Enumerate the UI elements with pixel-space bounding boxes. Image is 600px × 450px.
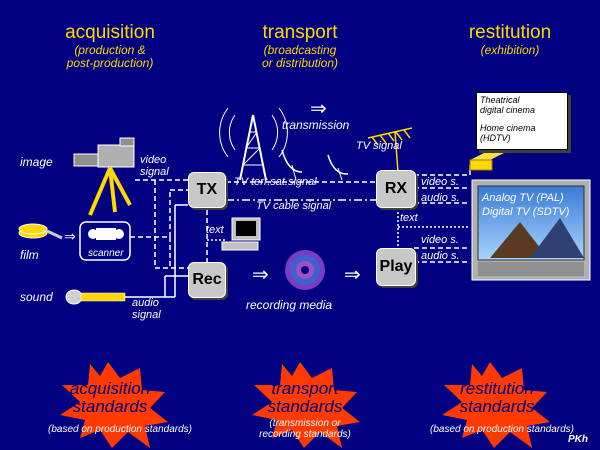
recording-arrow-1: ⇒	[252, 264, 269, 286]
rec-box: Rec	[188, 262, 226, 298]
projector-icon	[469, 150, 510, 171]
label-video-s-2: video s.	[421, 234, 459, 246]
microphone-icon	[65, 289, 126, 305]
header-transport-sub2: or distribution)	[261, 56, 339, 70]
rx-box: RX	[376, 170, 416, 208]
label-audio-s-2: audio s.	[421, 250, 460, 262]
header-acquisition-sub2: post-production)	[66, 56, 154, 70]
standards-transport-line1: transport	[271, 379, 339, 398]
label-audio-signal-2: signal	[132, 309, 161, 321]
tv-set-icon	[471, 179, 591, 281]
tv-screen-line2: Digital TV (SDTV)	[482, 206, 570, 218]
transmission-tower-icon	[219, 107, 288, 181]
label-tv-signal: TV signal	[356, 140, 402, 152]
label-tv-cable: TV cable signal	[256, 200, 332, 212]
cinema-line4: (HDTV)	[480, 133, 511, 143]
restitution-burst	[442, 362, 550, 448]
standards-transport-line2: standards	[267, 397, 343, 416]
signal-lines	[125, 149, 491, 298]
transport-burst	[252, 362, 360, 448]
header-restitution-sub1: (exhibition)	[480, 43, 540, 57]
header-acquisition-sub1: (production &	[74, 43, 146, 57]
header-acquisition: acquisition	[65, 22, 155, 43]
tv-antenna-icon	[367, 127, 413, 173]
computer-icon	[221, 217, 261, 251]
label-text-left: text	[206, 224, 224, 236]
label-film: film	[20, 248, 39, 262]
camera-icon	[73, 137, 135, 216]
recording-arrow-2: ⇒	[344, 264, 361, 286]
standards-acquisition-line2: standards	[72, 397, 148, 416]
acquisition-burst	[60, 362, 168, 448]
scanner-icon	[79, 221, 131, 261]
label-tv-ter-sat: TV terr.sat.signal	[234, 176, 317, 188]
play-box: Play	[376, 248, 416, 286]
standards-transport-note2: recording standards)	[259, 429, 351, 440]
header-transport-sub1: (broadcasting	[263, 43, 337, 57]
label-video-signal-2: signal	[140, 166, 169, 178]
film-reel-icon	[18, 223, 63, 240]
pkh-logo: PKh	[568, 434, 588, 445]
label-image: image	[20, 155, 53, 169]
cinema-line3: Home cinema	[480, 123, 536, 133]
label-video-s-1: video s.	[421, 176, 459, 188]
label-scanner: scanner	[88, 248, 124, 259]
standards-restitution-note: (based on production standards)	[430, 424, 574, 435]
standards-bursts	[60, 362, 550, 448]
label-text-right: text	[400, 212, 418, 224]
header-restitution: restitution	[468, 22, 552, 43]
label-audio-s-1: audio s.	[421, 192, 460, 204]
standards-acquisition-line1: acquisition	[69, 379, 151, 398]
tv-screen-line1: Analog TV (PAL)	[482, 192, 564, 204]
cinema-line2: digital cinema	[480, 105, 536, 115]
cd-disc-icon	[285, 250, 325, 290]
header-transport: transport	[262, 22, 338, 43]
film-arrow: ⇒	[64, 228, 76, 244]
label-video-signal-1: video	[140, 154, 167, 166]
label-recording-media: recording media	[246, 298, 333, 312]
transmission-arrow: ⇒	[310, 98, 327, 120]
standards-transport-note1: (transmission or	[269, 418, 341, 429]
satellite-dish-icon	[281, 149, 349, 181]
label-transmission: transmission	[282, 118, 350, 132]
label-audio-signal-1: audio	[132, 297, 159, 309]
standards-acquisition-note: (based on production standards)	[48, 424, 192, 435]
label-sound: sound	[20, 290, 53, 304]
cinema-callout: Theatrical digital cinema Home cinema (H…	[476, 92, 568, 150]
tx-box: TX	[188, 172, 226, 208]
standards-restitution-line1: restitution	[460, 379, 534, 398]
standards-restitution-line2: standards	[459, 397, 535, 416]
cinema-line1: Theatrical	[480, 95, 520, 105]
